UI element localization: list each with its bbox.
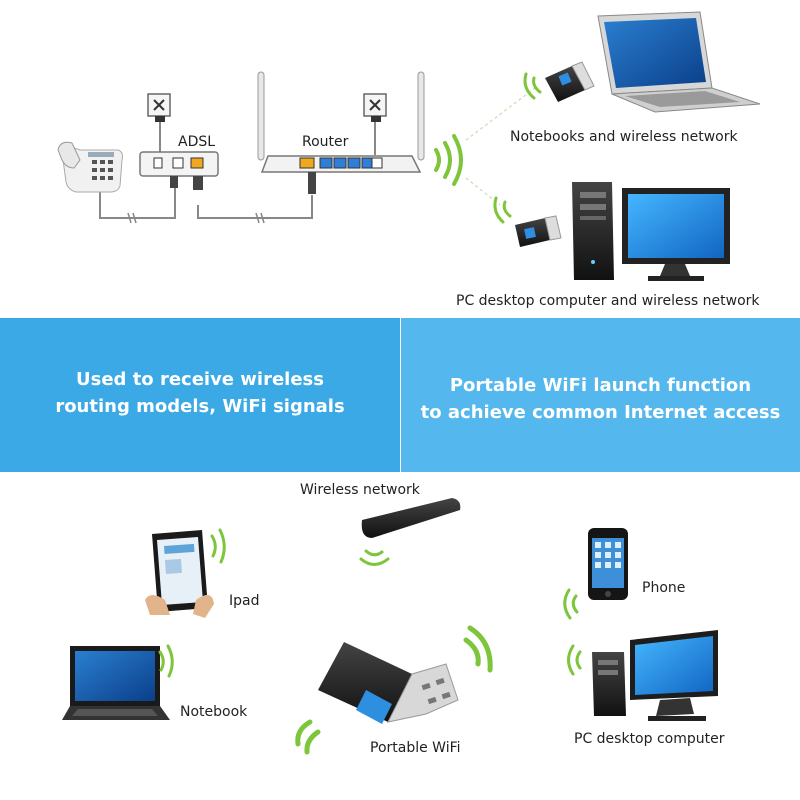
laptop-icon: [597, 11, 761, 113]
wireless-network-label: Wireless network: [300, 482, 421, 498]
laptop-icon: [62, 646, 170, 720]
pc-desktop-label: PC desktop computer: [574, 731, 725, 747]
phone-label: Phone: [642, 580, 685, 596]
wifi-signal-icon: [434, 134, 463, 186]
wifi-signal-icon: [567, 644, 582, 676]
telephone-icon: [57, 141, 123, 193]
receive-mode-text: Used to receive wireless routing models,…: [0, 366, 400, 420]
receive-mode-banner: Used to receive wireless routing models,…: [0, 318, 400, 472]
wall-socket-icon: [363, 93, 387, 122]
cable-breaks: [127, 212, 265, 224]
wifi-signal-icon: [295, 719, 321, 755]
adsl-label: ADSL: [178, 134, 215, 150]
wifi-signal-icon: [158, 644, 174, 678]
adsl-modem-icon: [139, 151, 219, 190]
router-icon: [257, 71, 425, 194]
wifi-signal-icon: [493, 196, 512, 224]
wireless-links: [465, 87, 536, 206]
tablet-icon: [145, 530, 214, 618]
launch-mode-line-1: Portable WiFi launch function: [449, 375, 752, 396]
wifi-signal-icon: [563, 588, 579, 620]
wifi-signal-icon: [359, 549, 390, 566]
ipad-label: Ipad: [229, 593, 259, 609]
notebook-network-label: Notebooks and wireless network: [510, 129, 738, 145]
portable-wifi-label: Portable WiFi: [370, 740, 461, 756]
receive-mode-line-1: Used to receive wireless: [76, 369, 324, 390]
wifi-signal-icon: [523, 72, 542, 100]
router-label: Router: [302, 134, 349, 150]
wall-socket-icon: [147, 93, 171, 122]
notebook-label: Notebook: [180, 704, 248, 720]
receive-mode-line-2: routing models, WiFi signals: [55, 396, 345, 417]
wifi-signal-icon: [210, 528, 226, 564]
pc-network-label: PC desktop computer and wireless network: [456, 293, 760, 309]
wifi-signal-icon: [463, 625, 493, 673]
usb-wifi-adapter-icon: [545, 61, 595, 102]
cables: [99, 120, 376, 219]
desktop-pc-icon: [572, 182, 730, 281]
desktop-pc-icon: [592, 630, 718, 721]
launch-mode-banner: Portable WiFi launch function to achieve…: [401, 318, 800, 472]
smartphone-icon: [588, 528, 628, 600]
launch-mode-text: Portable WiFi launch function to achieve…: [401, 372, 800, 426]
usb-wifi-adapter-icon: [515, 215, 562, 247]
usb-wifi-adapter-icon: [318, 642, 459, 724]
usb-wifi-adapter-icon: [361, 498, 461, 538]
launch-mode-line-2: to achieve common Internet access: [420, 402, 781, 423]
